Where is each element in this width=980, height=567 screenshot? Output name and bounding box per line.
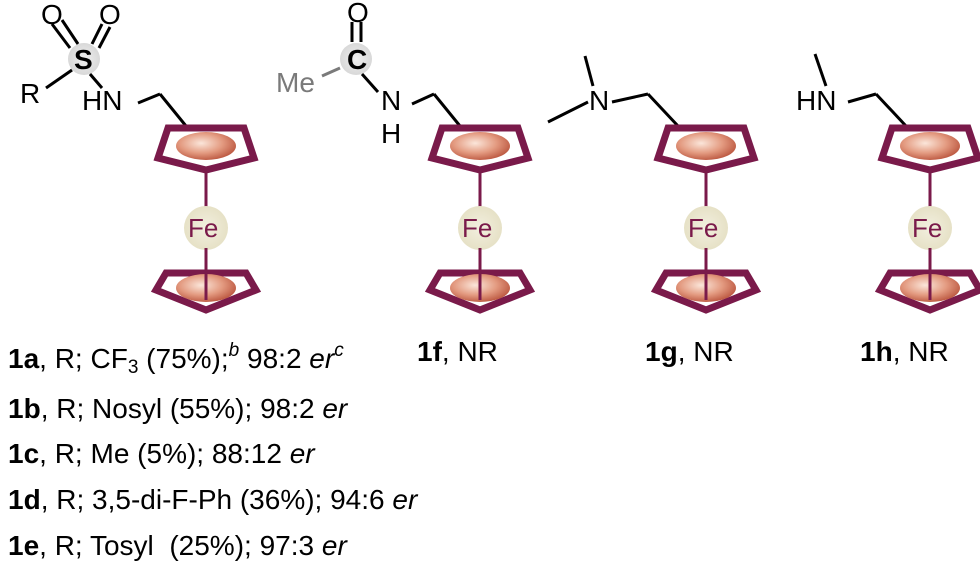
sulfur-label: S	[74, 44, 93, 75]
compound-id: 1d	[8, 484, 41, 515]
compound-1g-structure: N Fe	[547, 55, 756, 310]
result-text: , NR	[892, 336, 949, 367]
carbon-label: C	[347, 44, 367, 75]
compound-id: 1b	[8, 393, 41, 424]
r-group-label: R	[20, 78, 40, 109]
nitrogen-label: N	[589, 85, 609, 116]
compound-1a-structure: O O S R HN Fe	[20, 0, 256, 310]
hydrogen-label: H	[381, 118, 401, 149]
result-line-1d: 1d, R; 3,5-di-F-Ph (36%); 94:6 er	[8, 484, 418, 515]
compound-id: 1g	[645, 336, 678, 367]
nitrogen-label: N	[381, 85, 401, 116]
compound-id: 1e	[8, 530, 40, 561]
caption-1h: 1h, NR	[860, 338, 949, 366]
oxygen-1-label: O	[41, 0, 63, 30]
iron-label: Fe	[912, 213, 942, 243]
compound-id: 1f	[417, 336, 442, 367]
caption-1g: 1g, NR	[645, 338, 734, 366]
result-line-1c: 1c, R; Me (5%); 88:12 er	[8, 438, 315, 469]
iron-label: Fe	[188, 213, 218, 243]
result-line-1b: 1b, R; Nosyl (55%); 98:2 er	[8, 393, 348, 424]
result-text: , NR	[677, 336, 734, 367]
oxygen-2-label: O	[99, 0, 121, 30]
caption-1f: 1f, NR	[417, 338, 498, 366]
ferrocene-1g: Fe	[656, 128, 756, 310]
result-line-1a: 1a, R; CF3 (75%);b 98:2 erc	[8, 340, 344, 378]
compound-1h-structure: HN Fe	[796, 53, 980, 310]
amine-label: HN	[796, 85, 836, 116]
ferrocene-1a: Fe	[156, 128, 256, 310]
ferrocene-1f: Fe	[430, 128, 530, 310]
carbon-halo	[340, 43, 372, 75]
amine-label: HN	[82, 85, 122, 116]
result-text: , NR	[441, 336, 498, 367]
methyl-label: Me	[276, 67, 315, 98]
compound-id: 1a	[8, 343, 40, 374]
iron-label: Fe	[688, 213, 718, 243]
compound-1f-structure: O C Me N H Fe	[276, 0, 530, 310]
ferrocene-1h: Fe	[880, 128, 980, 310]
oxygen-label: O	[347, 0, 369, 28]
compound-id: 1c	[8, 438, 40, 469]
compound-id: 1h	[860, 336, 893, 367]
sulfur-halo	[68, 43, 100, 75]
iron-label: Fe	[462, 213, 492, 243]
result-line-1e: 1e, R; Tosyl (25%); 97:3 er	[8, 530, 347, 561]
